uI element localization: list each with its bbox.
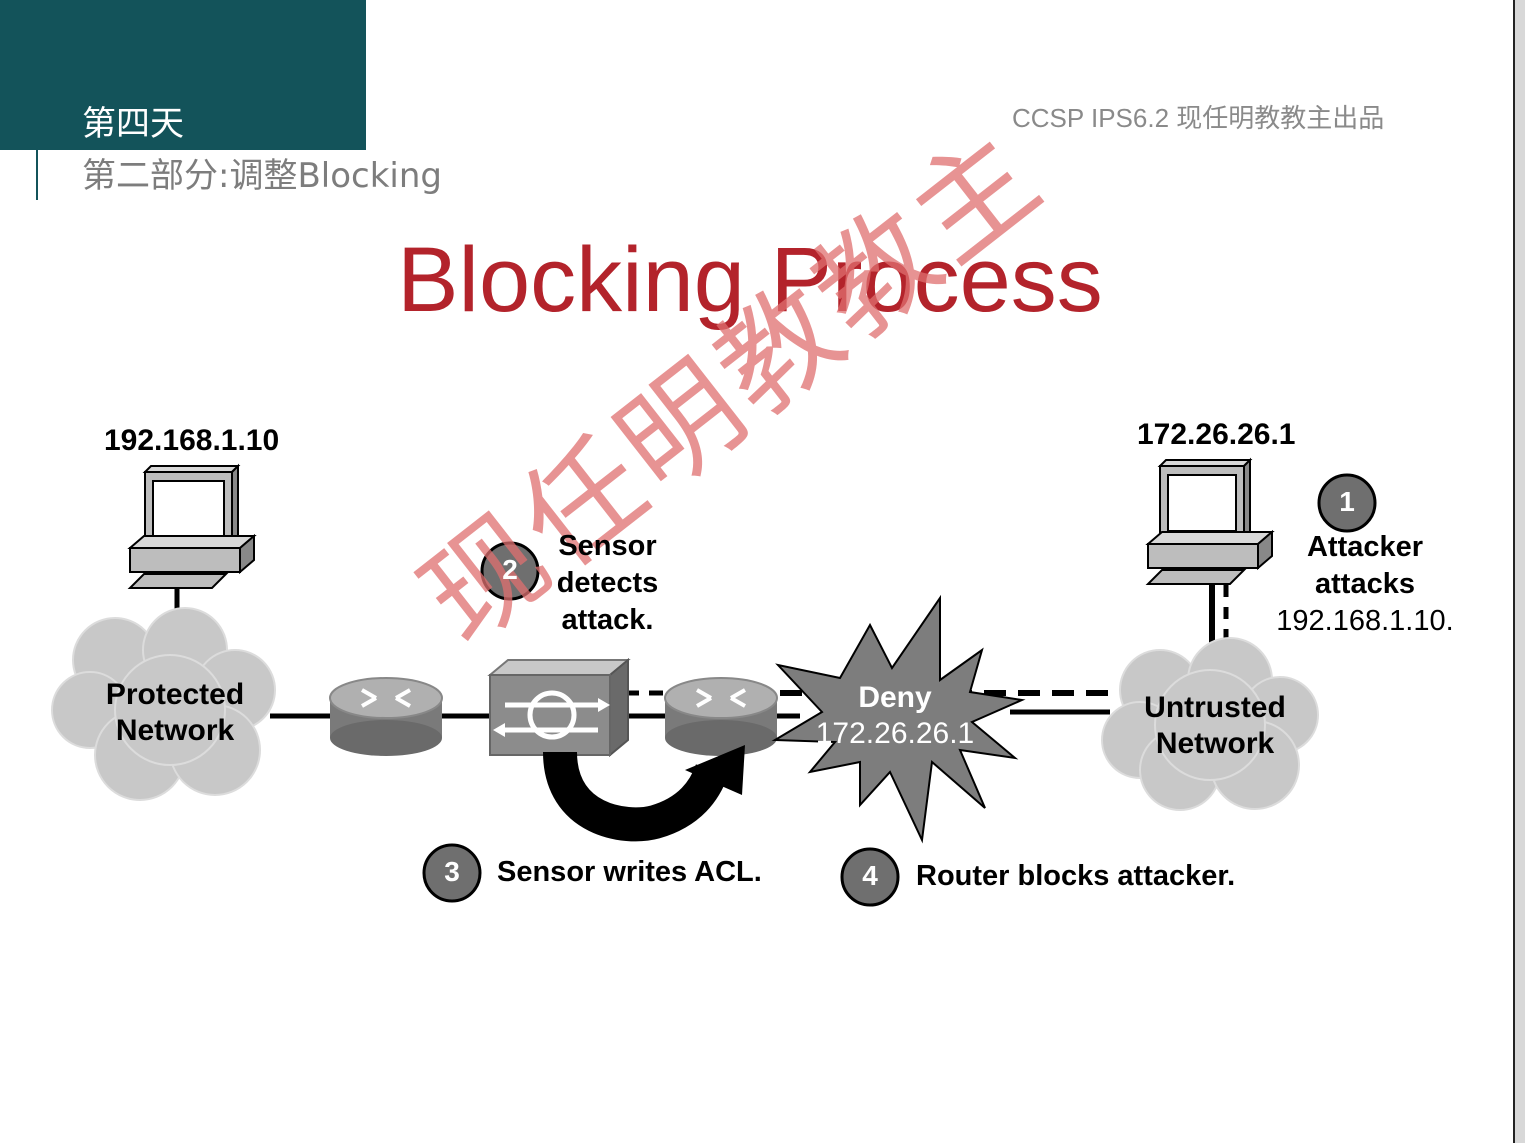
right-border-line: [1513, 0, 1515, 1143]
step-badge-4: [840, 847, 900, 907]
protected-network-line2: Network: [115, 714, 235, 747]
step-number-2: 2: [502, 554, 518, 585]
header-banner: [0, 0, 366, 150]
deny-starburst: [771, 594, 1026, 844]
deny-ip: 172.26.26.1: [815, 717, 975, 750]
attacker-host-computer: [1145, 457, 1275, 585]
untrusted-network-line1: Untrusted: [1144, 691, 1286, 724]
sensor-appliance-icon: [487, 657, 631, 758]
protected-host-ip: 192.168.1.10: [104, 424, 280, 457]
step-1-line2: attacks: [1315, 568, 1415, 600]
header-divider: [36, 0, 38, 200]
deny-word: Deny: [858, 681, 932, 714]
step-1-line3: 192.168.1.10.: [1276, 605, 1454, 637]
step-number-3: 3: [444, 856, 460, 887]
untrusted-network-cloud: [1101, 637, 1319, 811]
step-2-text: Sensor detects attack.: [540, 528, 675, 639]
step-number-4: 4: [862, 860, 878, 891]
header-part: 第二部分:调整Blocking: [82, 156, 442, 196]
router-icon-left: [329, 677, 443, 756]
step-1-text: Attacker attacks 192.168.1.10.: [1270, 529, 1460, 640]
step-number-1: 1: [1339, 486, 1355, 517]
acl-curved-arrow: [543, 745, 745, 842]
protected-host-computer: [127, 463, 257, 589]
untrusted-network-line2: Network: [1155, 727, 1275, 760]
step-badge-1: [1317, 473, 1377, 533]
router-icon-right: [664, 677, 778, 756]
attacker-host-ip: 172.26.26.1: [1137, 418, 1296, 451]
protected-network-cloud: [51, 607, 276, 801]
right-border: [1514, 0, 1525, 1143]
header-course: CCSP IPS6.2 现任明教教主出品: [1012, 103, 1385, 133]
step-3-text: Sensor writes ACL.: [497, 856, 762, 888]
untrusted-network-label: Untrusted Network: [1120, 690, 1310, 762]
header-day: 第四天: [82, 104, 184, 144]
step-2-line3: attack.: [561, 604, 654, 636]
slide-title: Blocking Process: [397, 229, 1103, 331]
step-badge-3: [422, 843, 482, 903]
step-badge-2: [480, 541, 540, 601]
step-2-line2: detects: [556, 567, 659, 599]
protected-network-label: Protected Network: [80, 677, 270, 749]
deny-label: Deny 172.26.26.1: [790, 680, 1000, 752]
step-4-text: Router blocks attacker.: [916, 860, 1236, 892]
step-2-line1: Sensor: [558, 530, 657, 562]
protected-network-line1: Protected: [105, 678, 245, 711]
step-1-line1: Attacker: [1306, 531, 1424, 563]
